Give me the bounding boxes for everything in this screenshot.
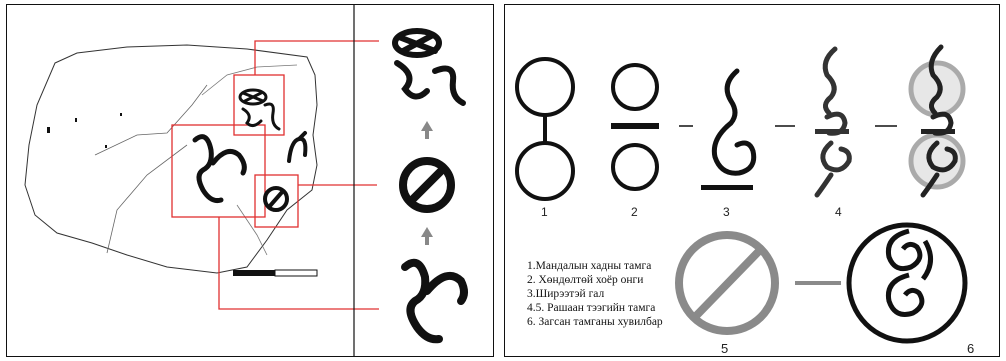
legend-item-1: 1.Мандалын хадны тамга <box>527 259 651 273</box>
enlarged-knot-sign <box>395 31 463 103</box>
legend-item-3: 3.Ширээтэй гал <box>527 287 604 301</box>
arrow-up-1 <box>421 121 433 139</box>
label-6: 6 <box>967 341 974 356</box>
enlarged-branch-sign <box>405 263 464 339</box>
label-5: 5 <box>721 341 728 356</box>
sign-evolution-panel: 1 2 3 4 5 6 1.Мандалын хадны тамга 2. Хө… <box>504 4 1000 357</box>
sign-4-spiral-column <box>815 49 849 195</box>
scale-bar <box>233 270 317 276</box>
label-3: 3 <box>723 205 730 219</box>
sign-2-rings-with-bar <box>611 65 659 189</box>
legend-item-4: 4.5. Рашаан тээгийн тамга <box>527 301 655 315</box>
enlarged-circle-slash-sign <box>403 161 451 209</box>
fork-sign <box>289 133 305 161</box>
highlight-boxes <box>172 41 379 309</box>
legend-item-2: 2. Хөндөлтөй хоёр онги <box>527 273 643 287</box>
sign-3-flame-table <box>701 71 754 190</box>
legend-item-5: 6. Загсан тамганы хувилбар <box>527 315 663 329</box>
rock-outline <box>25 45 317 273</box>
arrow-up-2 <box>421 227 433 245</box>
rock-drawing-panel <box>6 4 494 357</box>
label-2: 2 <box>631 205 638 219</box>
highlight-box-main <box>172 125 265 217</box>
sign-5-circle-slash <box>679 235 775 331</box>
branch-sign <box>195 137 244 201</box>
rock-drawing-svg <box>7 5 494 357</box>
connector-top <box>255 41 379 75</box>
sign-1-two-rings <box>517 59 573 199</box>
label-4: 4 <box>835 205 842 219</box>
sign-6-double-spiral <box>849 225 965 341</box>
knot-sign-small <box>240 90 279 129</box>
label-1: 1 <box>541 205 548 219</box>
connector-main <box>219 217 379 309</box>
circle-slash-sign-small <box>265 188 287 210</box>
sign-4b-spiral-overlay <box>911 47 963 195</box>
